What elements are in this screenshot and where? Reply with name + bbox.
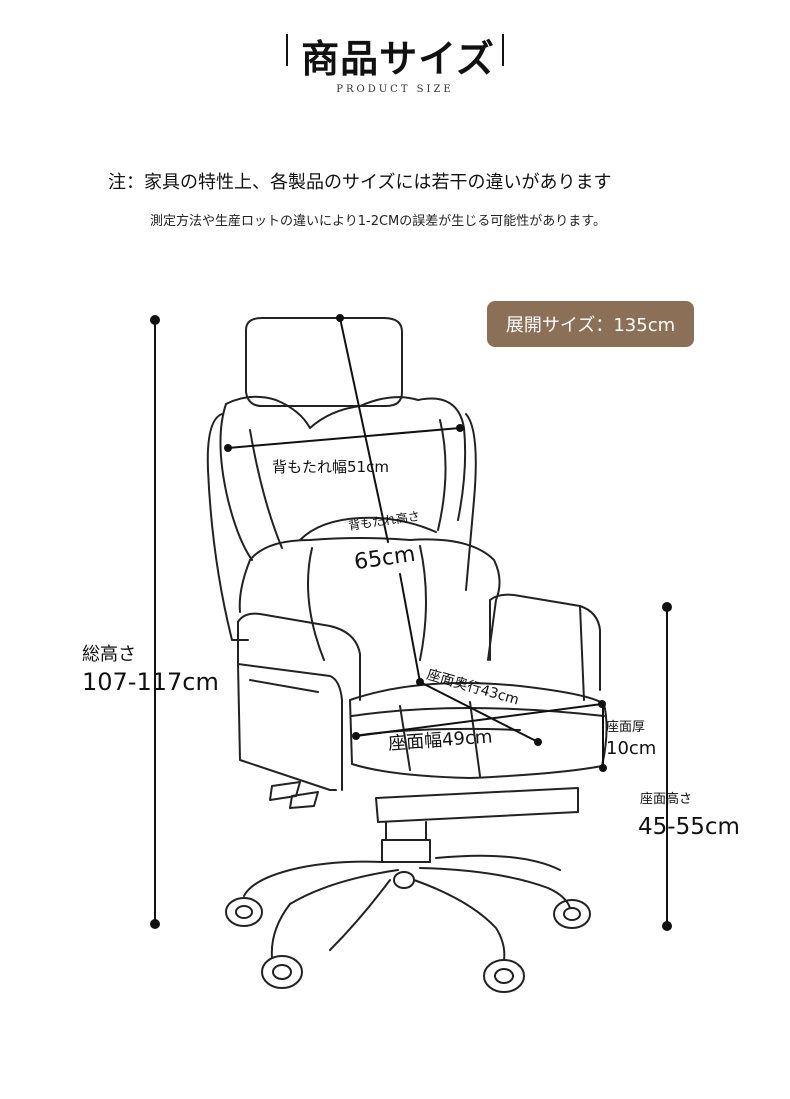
- total-height-value: 107-117cm: [82, 668, 219, 696]
- seat-thickness-value: 10cm: [606, 738, 657, 759]
- page-title: 商品サイズ: [301, 37, 495, 81]
- caster-front-left: [261, 955, 303, 989]
- note-line-1: 注：家具の特性上、各製品のサイズには若干の違いがあります: [108, 172, 612, 193]
- page-header: 商品サイズ PRODUCT SIZE: [0, 28, 790, 108]
- caster-right: [553, 899, 591, 929]
- seat-height-label: 座面高さ: [640, 792, 693, 807]
- caster-left: [225, 897, 263, 927]
- title-right-bar: [502, 34, 504, 66]
- title-left-bar: [286, 34, 288, 66]
- note-line-2: 測定方法や生産ロットの違いにより1-2CMの誤差が生じる可能性があります。: [150, 214, 606, 229]
- seat-height-value: 45-55cm: [638, 814, 740, 840]
- seat-thickness-label: 座面厚: [606, 720, 646, 735]
- unfolded-size-badge: 展開サイズ：135cm: [487, 301, 694, 347]
- caster-front-right: [483, 959, 525, 993]
- backrest-width-label: 背もたれ幅51cm: [272, 458, 389, 476]
- total-height-label: 総高さ: [82, 644, 136, 665]
- page-subtitle: PRODUCT SIZE: [336, 84, 454, 95]
